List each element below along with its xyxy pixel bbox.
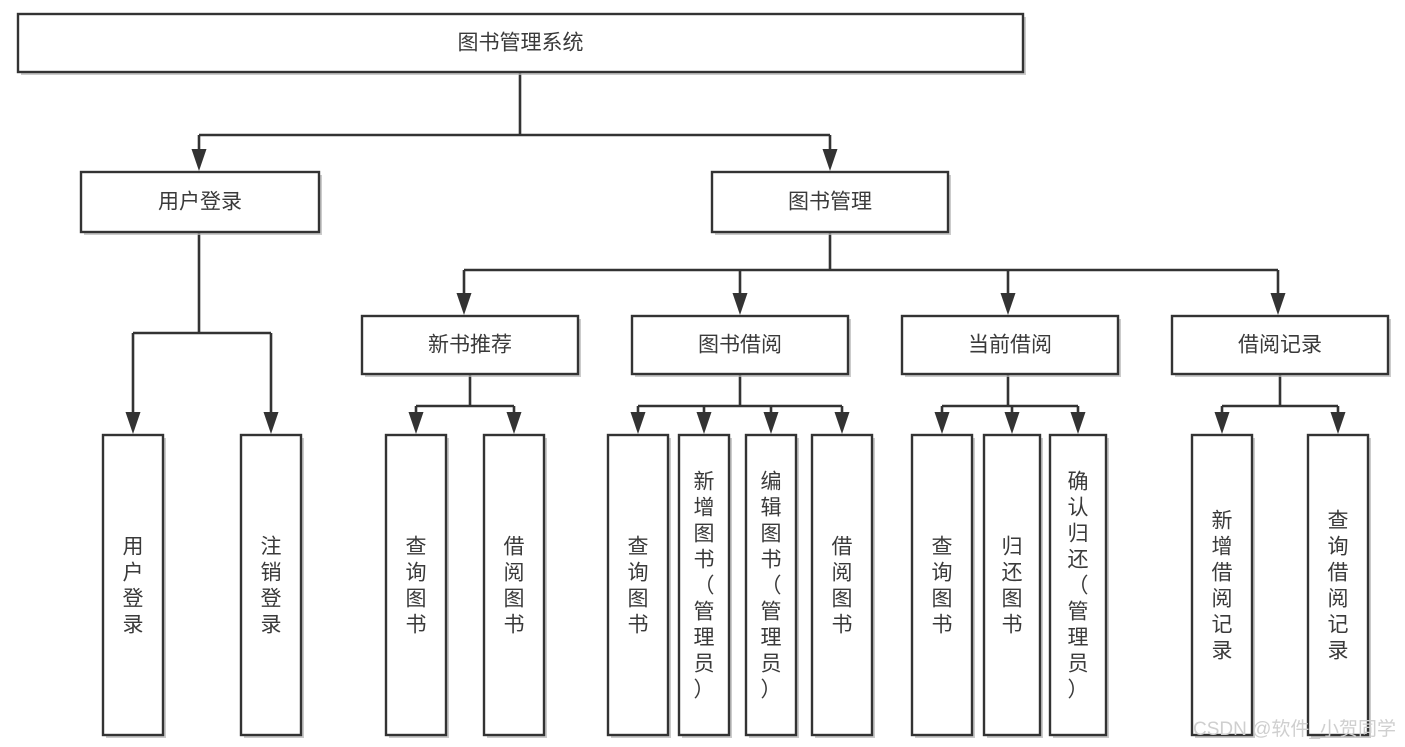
- node-leaf-logout[interactable]: 注销登录: [239, 433, 304, 738]
- connector-edge-root-to-user-login: [191, 135, 207, 171]
- connector-edge-rec-to-query: [408, 406, 424, 434]
- node-leaf-return-book[interactable]: 归还图书: [982, 433, 1043, 738]
- node-box-leaf-add-book[interactable]: [677, 433, 731, 737]
- node-box-leaf-edit-book[interactable]: [744, 433, 798, 737]
- node-box-leaf-query-borrow-record[interactable]: [1306, 433, 1370, 737]
- node-label-current-borrow: 当前借阅: [968, 334, 1052, 357]
- node-box-borrow-records[interactable]: [1170, 314, 1390, 376]
- node-leaf-query-book-current[interactable]: 查询图书: [910, 433, 975, 738]
- node-borrow-records[interactable]: 借阅记录: [1170, 314, 1391, 377]
- node-box-leaf-add-borrow-record[interactable]: [1190, 433, 1254, 737]
- node-box-leaf-query-book-recommend[interactable]: [384, 433, 448, 737]
- node-new-book-recommend[interactable]: 新书推荐: [360, 314, 581, 377]
- connector-edge-bb-to-edit: [763, 406, 779, 434]
- node-label-leaf-borrow-book: 借阅图书: [832, 535, 853, 636]
- node-box-leaf-borrow-book[interactable]: [810, 433, 874, 737]
- connector-edge-bb-to-borrow: [834, 406, 850, 434]
- connector-edge-cb-to-confirm: [1070, 406, 1086, 434]
- node-user-login[interactable]: 用户登录: [79, 170, 322, 235]
- node-book-borrow[interactable]: 图书借阅: [630, 314, 851, 377]
- node-label-leaf-add-book: 新增图书（管理员）: [694, 470, 715, 701]
- node-leaf-borrow-book[interactable]: 借阅图书: [810, 433, 875, 738]
- node-label-leaf-return-book: 归还图书: [1002, 535, 1023, 636]
- node-box-root[interactable]: [16, 12, 1025, 74]
- node-label-leaf-logout: 注销登录: [261, 535, 282, 636]
- node-box-user-login[interactable]: [79, 170, 321, 234]
- node-leaf-query-book-recommend[interactable]: 查询图书: [384, 433, 449, 738]
- node-label-root: 图书管理系统: [458, 32, 584, 55]
- node-leaf-confirm-return[interactable]: 确认归还（管理员）: [1048, 433, 1109, 738]
- node-leaf-add-borrow-record[interactable]: 新增借阅记录: [1190, 433, 1255, 738]
- connector-edge-root-to-book-management: [822, 135, 838, 171]
- connectors-layer: [125, 72, 1346, 434]
- connector-edge-cb-to-return: [1004, 406, 1020, 434]
- connector-edge-bm-to-current: [1000, 270, 1016, 315]
- node-box-book-borrow[interactable]: [630, 314, 850, 376]
- node-label-user-login: 用户登录: [158, 191, 242, 214]
- connector-edge-br-to-add: [1214, 406, 1230, 434]
- node-box-leaf-logout[interactable]: [239, 433, 303, 737]
- node-box-leaf-query-book-borrow[interactable]: [606, 433, 670, 737]
- connector-edge-bm-to-records: [1270, 270, 1286, 315]
- connector-edge-bm-to-borrow: [732, 270, 748, 315]
- node-label-leaf-borrow-book-recommend: 借阅图书: [504, 535, 525, 636]
- node-box-new-book-recommend[interactable]: [360, 314, 580, 376]
- node-root[interactable]: 图书管理系统: [16, 12, 1026, 75]
- node-leaf-query-book-borrow[interactable]: 查询图书: [606, 433, 671, 738]
- node-box-leaf-confirm-return[interactable]: [1048, 433, 1108, 737]
- node-label-leaf-confirm-return: 确认归还（管理员）: [1068, 470, 1089, 701]
- node-current-borrow[interactable]: 当前借阅: [900, 314, 1121, 377]
- connector-edge-cb-to-query: [934, 406, 950, 434]
- node-label-leaf-query-book-recommend: 查询图书: [406, 535, 427, 636]
- connector-edge-br-to-query: [1330, 406, 1346, 434]
- node-leaf-borrow-book-recommend[interactable]: 借阅图书: [482, 433, 547, 738]
- node-label-leaf-query-borrow-record: 查询借阅记录: [1328, 509, 1349, 662]
- node-label-leaf-edit-book: 编辑图书（管理员）: [761, 470, 782, 701]
- node-label-book-management: 图书管理: [788, 191, 872, 214]
- node-book-management[interactable]: 图书管理: [710, 170, 951, 235]
- node-box-book-management[interactable]: [710, 170, 950, 234]
- node-box-leaf-borrow-book-recommend[interactable]: [482, 433, 546, 737]
- node-box-leaf-user-login[interactable]: [101, 433, 165, 737]
- node-box-current-borrow[interactable]: [900, 314, 1120, 376]
- node-box-leaf-return-book[interactable]: [982, 433, 1042, 737]
- connector-edge-user-login-to-leaf2: [263, 333, 279, 434]
- node-box-leaf-query-book-current[interactable]: [910, 433, 974, 737]
- node-label-leaf-add-borrow-record: 新增借阅记录: [1212, 509, 1233, 662]
- node-label-leaf-query-book-current: 查询图书: [932, 535, 953, 636]
- connector-edge-bb-to-query: [630, 406, 646, 434]
- node-label-leaf-user-login: 用户登录: [123, 535, 144, 636]
- node-leaf-user-login[interactable]: 用户登录: [101, 433, 166, 738]
- node-label-borrow-records: 借阅记录: [1238, 334, 1322, 357]
- nodes-layer: 图书管理系统用户登录图书管理新书推荐图书借阅当前借阅借阅记录用户登录注销登录查询…: [16, 12, 1391, 738]
- node-leaf-edit-book[interactable]: 编辑图书（管理员）: [744, 433, 799, 738]
- node-label-book-borrow: 图书借阅: [698, 334, 782, 357]
- node-leaf-query-borrow-record[interactable]: 查询借阅记录: [1306, 433, 1371, 738]
- connector-edge-bb-to-add: [696, 406, 712, 434]
- node-leaf-add-book[interactable]: 新增图书（管理员）: [677, 433, 732, 738]
- node-label-new-book-recommend: 新书推荐: [428, 334, 512, 357]
- connector-edge-rec-to-borrow: [506, 406, 522, 434]
- connector-edge-bm-to-recommend: [456, 270, 472, 315]
- connector-edge-user-login-to-leaf1: [125, 333, 141, 434]
- node-label-leaf-query-book-borrow: 查询图书: [628, 535, 649, 636]
- csdn-watermark: CSDN @软件_小贺同学: [1193, 718, 1396, 740]
